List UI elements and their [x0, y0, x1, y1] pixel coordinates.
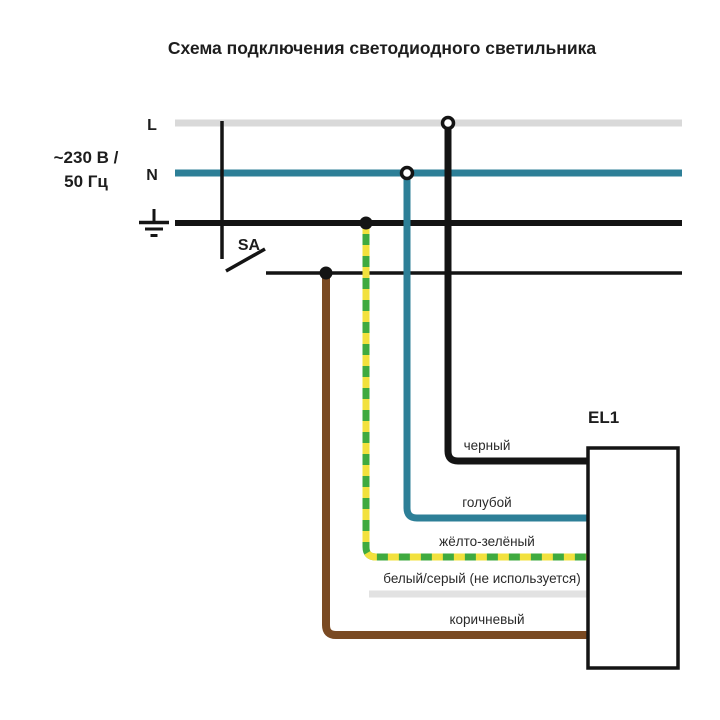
black-wire-label: черный: [464, 438, 511, 453]
earth-junction-dot: [359, 216, 373, 230]
white-gray-wire-label: белый/серый (не используется): [383, 571, 581, 586]
luminaire-box: [586, 446, 680, 670]
phase-junction-dot: [440, 115, 456, 131]
diagram-title: Схема подключения светодиодного светильн…: [168, 38, 596, 58]
black-wire: [444, 123, 588, 465]
blue-wire-label: голубой: [462, 495, 511, 510]
neutral-junction-dot: [399, 165, 415, 181]
earth-icon: [139, 209, 169, 237]
switch-label: SA: [238, 237, 261, 254]
supply-voltage-line2: 50 Гц: [64, 172, 108, 191]
brown-wire-label: коричневый: [449, 612, 524, 627]
blue-wire: [403, 173, 588, 522]
luminaire-label: EL1: [588, 408, 619, 427]
yellow-green-wire-dashes: [362, 223, 588, 561]
switched-line-junction-dot: [319, 266, 333, 280]
neutral-bus-label: N: [146, 167, 158, 184]
yellow-green-wire-label: жёлто-зелёный: [439, 534, 535, 549]
brown-wire: [322, 273, 588, 639]
phase-bus-label: L: [147, 117, 157, 134]
supply-voltage-line1: ~230 В /: [54, 148, 119, 167]
switch-blade: [225, 247, 266, 273]
